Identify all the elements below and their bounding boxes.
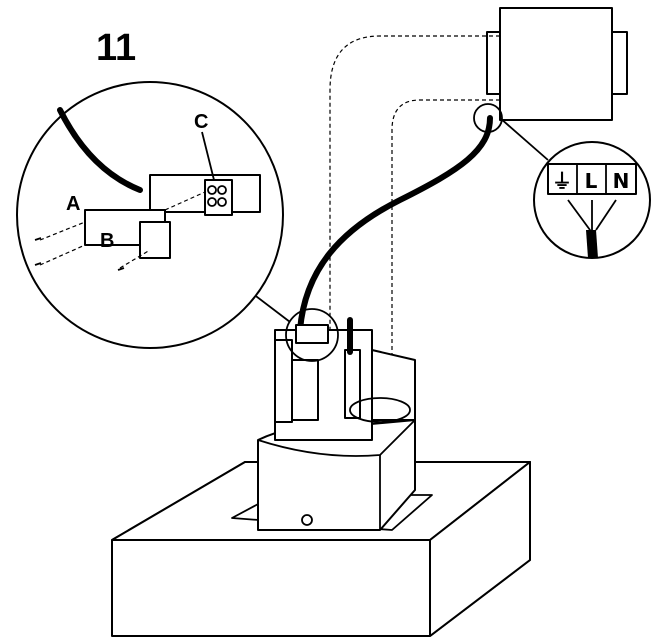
earth-terminal-label: ⏚	[552, 169, 572, 193]
step-number: 11	[96, 27, 136, 69]
neutral-terminal-label: N	[613, 169, 630, 193]
terminal-zoom-circle	[473, 103, 503, 133]
callout-b: B	[100, 230, 114, 252]
power-cable	[297, 115, 493, 333]
connector-zoom-circle	[285, 308, 339, 362]
terminal-detail: ⏚ L N	[533, 141, 651, 259]
fan-motor-box	[486, 7, 628, 121]
callout-a: A	[66, 193, 80, 215]
callout-c: C	[194, 111, 208, 133]
terminal-detail-leader	[499, 117, 549, 161]
connector-detail	[16, 81, 284, 349]
hood-canopy	[111, 461, 531, 637]
live-terminal-label: L	[585, 169, 598, 193]
callout-c-leader	[201, 131, 215, 181]
duct-outline	[329, 35, 500, 430]
connector-box	[295, 324, 329, 344]
